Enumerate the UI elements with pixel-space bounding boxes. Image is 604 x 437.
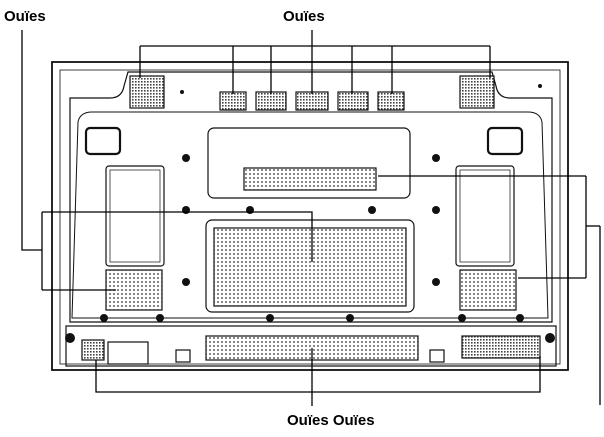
- top-right-corner-vent: [459, 75, 495, 109]
- inner-plate: [71, 111, 549, 319]
- top-vent-1: [219, 91, 247, 111]
- bottom-right-vent: [461, 335, 541, 359]
- bottom-board: [65, 325, 557, 367]
- callout-lines: [21, 30, 601, 406]
- screws: [65, 84, 555, 343]
- bottom-small-box-1: [175, 349, 191, 363]
- top-vent-4: [337, 91, 369, 111]
- lower-center-plate: [205, 219, 415, 313]
- top-left-corner-vent: [129, 75, 165, 109]
- inner-frame: [59, 69, 561, 365]
- right-lower-vent: [459, 269, 517, 311]
- left-side-panel-inner: [109, 169, 161, 263]
- top-vent-2: [255, 91, 287, 111]
- vent-label-top-center: Ouïes: [283, 8, 325, 25]
- upper-center-vent: [243, 167, 377, 191]
- right-handle: [486, 126, 524, 156]
- bottom-left-vent: [81, 339, 105, 361]
- top-vent-3: [295, 91, 329, 111]
- main-body: [69, 71, 553, 323]
- left-handle: [84, 126, 122, 156]
- right-side-panel-inner: [459, 169, 511, 263]
- outer-frame: [51, 61, 569, 371]
- left-side-panel: [105, 165, 165, 267]
- vent-label-bottom: Ouïes Ouïes: [287, 412, 375, 429]
- right-side-panel: [455, 165, 515, 267]
- bottom-left-bracket: [107, 341, 149, 365]
- lower-center-vent: [213, 227, 407, 307]
- top-vent-5: [377, 91, 405, 111]
- vent-label-top-left: Ouïes: [4, 8, 46, 25]
- upper-center-plate: [207, 127, 411, 199]
- bottom-small-box-2: [429, 349, 445, 363]
